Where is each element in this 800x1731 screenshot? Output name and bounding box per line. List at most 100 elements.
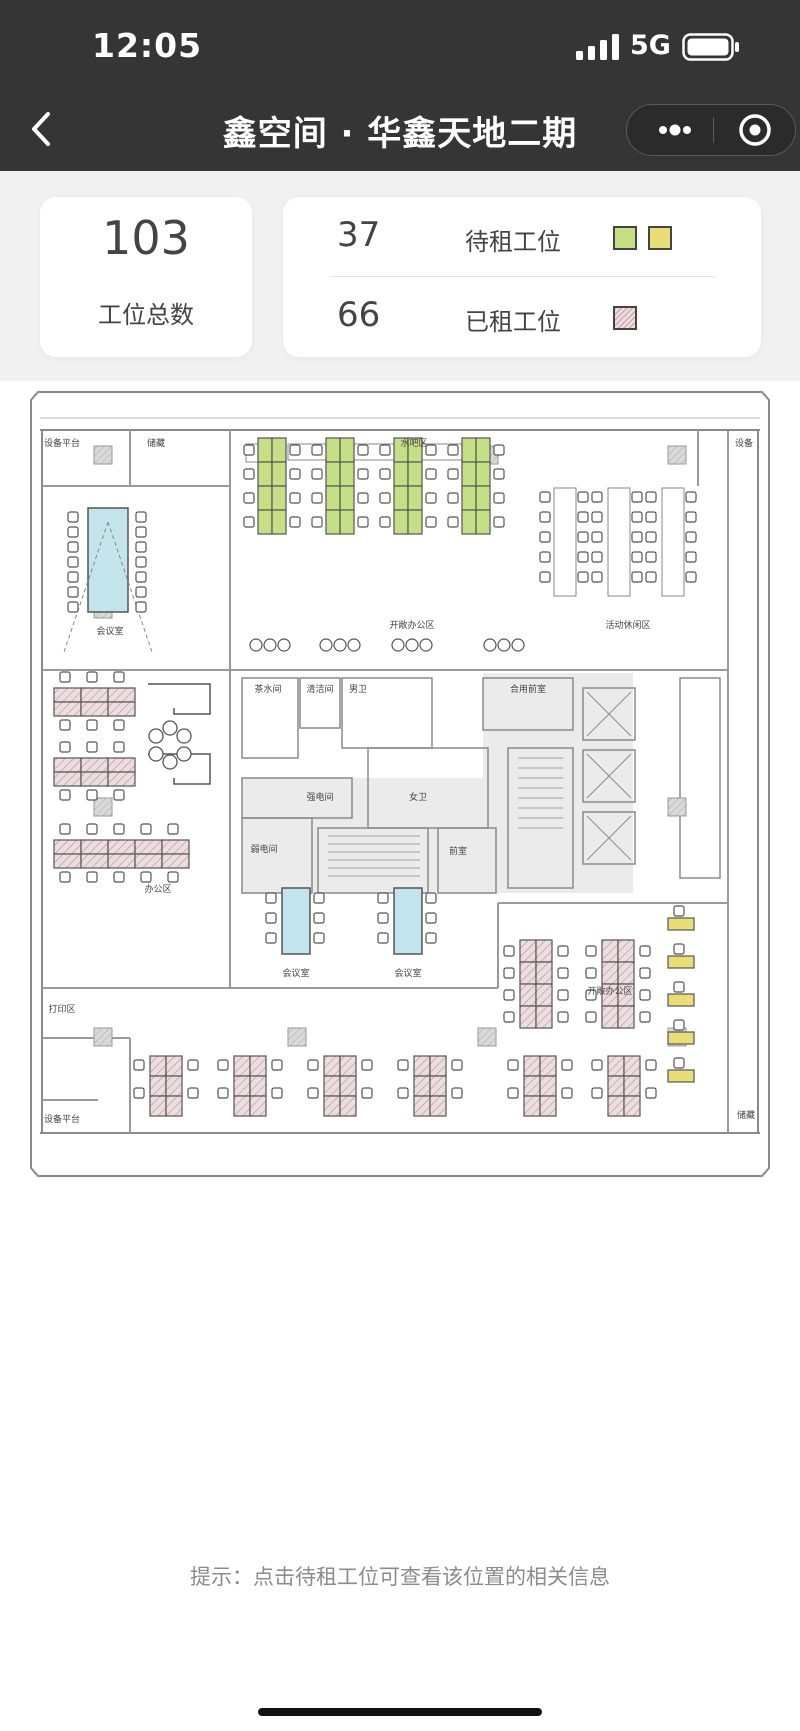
desk-rented <box>539 1095 557 1117</box>
desk-available[interactable] <box>407 485 423 511</box>
chair <box>577 551 589 563</box>
desk-available[interactable] <box>393 485 409 511</box>
desk-available[interactable] <box>407 461 423 487</box>
chair <box>377 892 389 904</box>
rented-label: 已租工位 <box>465 308 561 336</box>
chair <box>265 932 277 944</box>
desk-available[interactable] <box>407 509 423 535</box>
total-label: 工位总数 <box>98 301 194 329</box>
desk-available[interactable] <box>393 461 409 487</box>
meeting-left-sightlines <box>63 521 153 653</box>
desk-available[interactable] <box>667 993 695 1007</box>
chair <box>425 892 437 904</box>
desk-rented <box>623 1055 641 1077</box>
chair <box>503 1011 515 1023</box>
desk-rented <box>607 1075 625 1097</box>
desk-available[interactable] <box>257 509 273 535</box>
chair <box>379 516 391 528</box>
desk-available[interactable] <box>257 437 273 463</box>
elevator-crosses <box>586 691 632 861</box>
desk-rented <box>519 983 537 1007</box>
desk-available[interactable] <box>339 509 355 535</box>
chair <box>243 444 255 456</box>
desk-available[interactable] <box>339 485 355 511</box>
chair <box>361 1087 373 1099</box>
chair <box>645 551 657 563</box>
desk-available[interactable] <box>667 955 695 969</box>
chair <box>357 468 369 480</box>
chair <box>539 551 551 563</box>
chair <box>67 511 79 523</box>
desk-rented <box>617 1005 635 1029</box>
desk-rented <box>523 1055 541 1077</box>
chair <box>311 492 323 504</box>
hint-text: 提示：点击待租工位可查看该位置的相关信息 <box>190 1565 610 1589</box>
desk-available[interactable] <box>461 485 477 511</box>
chair <box>577 571 589 583</box>
chair <box>265 892 277 904</box>
desk-available[interactable] <box>475 485 491 511</box>
label-front-room: 前室 <box>449 845 467 857</box>
desk-available[interactable] <box>475 509 491 535</box>
label-leisure-area: 活动休闲区 <box>605 619 650 631</box>
chair <box>493 516 505 528</box>
chair <box>377 912 389 924</box>
desk-available[interactable] <box>271 485 287 511</box>
chair <box>135 526 147 538</box>
desk-available[interactable] <box>461 509 477 535</box>
label-storage-top: 储藏 <box>147 437 165 449</box>
desk-available[interactable] <box>325 509 341 535</box>
desk-available[interactable] <box>393 509 409 535</box>
desk-rented <box>80 687 109 703</box>
label-print-area: 打印区 <box>48 1003 75 1015</box>
desk-available[interactable] <box>461 437 477 463</box>
back-icon[interactable] <box>22 104 62 154</box>
desk-available[interactable] <box>339 461 355 487</box>
desk-available[interactable] <box>325 485 341 511</box>
chair <box>243 516 255 528</box>
desk-rented <box>80 757 109 773</box>
desk-available[interactable] <box>667 1031 695 1045</box>
chair <box>86 719 98 731</box>
chair <box>313 912 325 924</box>
desk-available[interactable] <box>257 461 273 487</box>
desk-available[interactable] <box>271 437 287 463</box>
home-indicator <box>258 1708 542 1716</box>
desk-available[interactable] <box>271 461 287 487</box>
chair <box>591 531 603 543</box>
chair <box>425 912 437 924</box>
desk-rented <box>53 853 82 869</box>
desk-available[interactable] <box>271 509 287 535</box>
desk-available[interactable] <box>325 461 341 487</box>
desk-available[interactable] <box>257 485 273 511</box>
top-bar: 12:05 5G 鑫空间 · 华鑫天地二期 <box>0 0 800 171</box>
label-meeting-room-a: 会议室 <box>282 967 309 979</box>
chair <box>113 719 125 731</box>
desk-rented <box>53 687 82 703</box>
chair <box>140 871 152 883</box>
more-icon[interactable] <box>643 105 707 155</box>
chair <box>425 492 437 504</box>
chair <box>217 1087 229 1099</box>
chair <box>289 468 301 480</box>
chair <box>59 741 71 753</box>
chair <box>379 444 391 456</box>
chair <box>289 492 301 504</box>
chair <box>113 741 125 753</box>
lounge-seat <box>511 638 525 652</box>
chair <box>507 1059 519 1071</box>
close-icon[interactable] <box>723 105 787 155</box>
desk-available[interactable] <box>461 461 477 487</box>
chair <box>561 1087 573 1099</box>
desk-available[interactable] <box>339 437 355 463</box>
chair <box>557 989 569 1001</box>
desk-available[interactable] <box>667 917 695 931</box>
chair <box>397 1087 409 1099</box>
desk-available[interactable] <box>475 437 491 463</box>
desk-available[interactable] <box>667 1069 695 1083</box>
desk-rented <box>539 1075 557 1097</box>
desk-available[interactable] <box>475 461 491 487</box>
stair-treads <box>328 757 563 877</box>
desk-available[interactable] <box>325 437 341 463</box>
chair <box>639 989 651 1001</box>
